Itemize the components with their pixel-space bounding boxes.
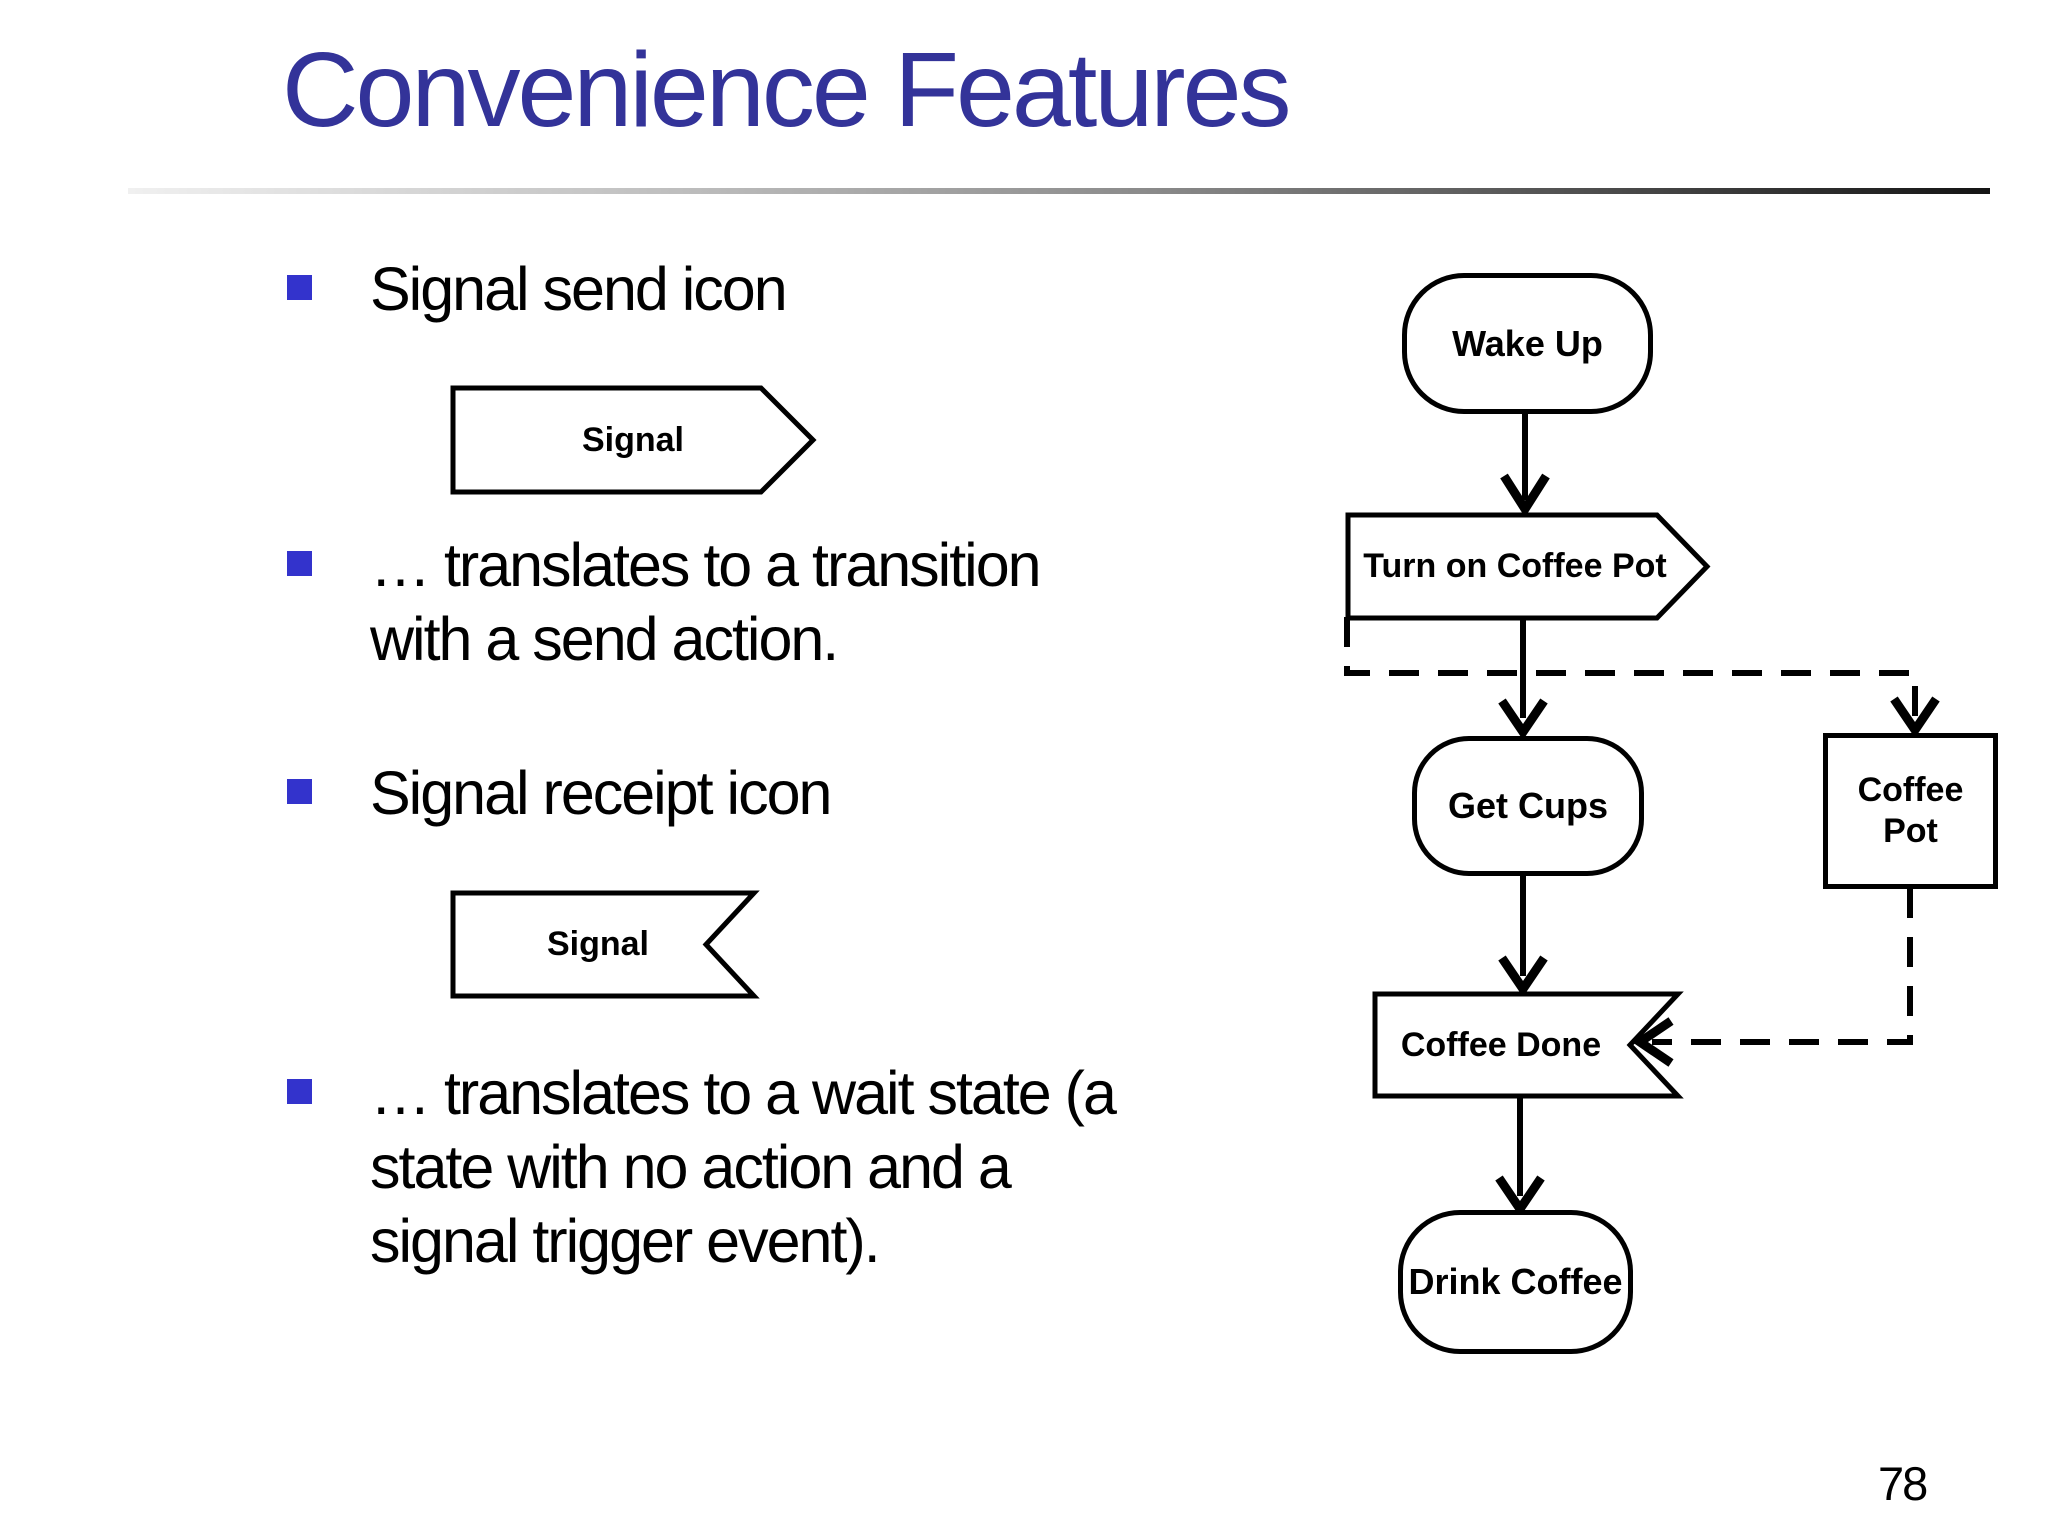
title-divider: [128, 188, 1990, 194]
signal-receipt-label: Signal: [546, 925, 650, 963]
arrowhead-down-icon: [1498, 698, 1548, 741]
bullet-square-icon: [287, 551, 312, 576]
signal-receipt-shape: [450, 890, 760, 999]
bullet-line: Signal send icon: [370, 255, 788, 323]
page-title: Convenience Features: [282, 31, 1292, 149]
bullet-line: … translates to a transition: [370, 531, 1042, 599]
node-label: Turn on Coffee Pot: [1363, 547, 1667, 585]
page-number: 78: [1878, 1457, 1928, 1510]
flowchart-connectors: [1344, 413, 1940, 1218]
node-coffee-pot: Coffee Pot: [1823, 733, 1998, 889]
arrowhead-down-icon: [1500, 473, 1550, 518]
bullet-lines: … translates to a wait state (a state wi…: [370, 1056, 1117, 1278]
bullet-line: signal trigger event).: [370, 1207, 881, 1275]
bullet-square-icon: [287, 779, 312, 804]
bullet-lines: … translates to a transition with a send…: [370, 528, 1042, 676]
node-turn-on-coffee-pot: Turn on Coffee Pot: [1345, 512, 1712, 621]
arrowhead-down-icon: [1495, 1175, 1545, 1218]
node-drink-coffee: Drink Coffee: [1398, 1210, 1633, 1354]
signal-send-shape: [450, 385, 817, 495]
arrowhead-down-icon: [1890, 696, 1940, 739]
bullet-line: Signal receipt icon: [370, 759, 832, 827]
node-get-cups: Get Cups: [1412, 736, 1644, 876]
bullet-square-icon: [287, 1079, 312, 1104]
node-wake-up: Wake Up: [1402, 273, 1653, 414]
signal-receipt-shape: [1372, 991, 1684, 1099]
dashed-link-coffeepot-to-coffeedone: [1652, 888, 1913, 1045]
node-coffee-done: Coffee Done: [1372, 991, 1684, 1099]
arrowhead-left-icon: [1631, 1017, 1674, 1067]
arrowhead-down-icon: [1498, 955, 1548, 998]
bullet-line: with a send action.: [370, 605, 839, 673]
bullet-line: state with no action and a: [370, 1133, 1012, 1201]
signal-send-icon: Signal: [450, 385, 818, 495]
signal-send-shape: [1345, 512, 1711, 621]
node-label: Coffee Done: [1400, 1025, 1602, 1064]
bullet-square-icon: [287, 275, 312, 300]
bullet-line: … translates to a wait state (a: [370, 1059, 1117, 1127]
dashed-link-turnon-to-coffeepot: [1344, 617, 1918, 720]
signal-receipt-icon: Signal: [450, 890, 760, 999]
signal-send-label: Signal: [581, 420, 685, 459]
